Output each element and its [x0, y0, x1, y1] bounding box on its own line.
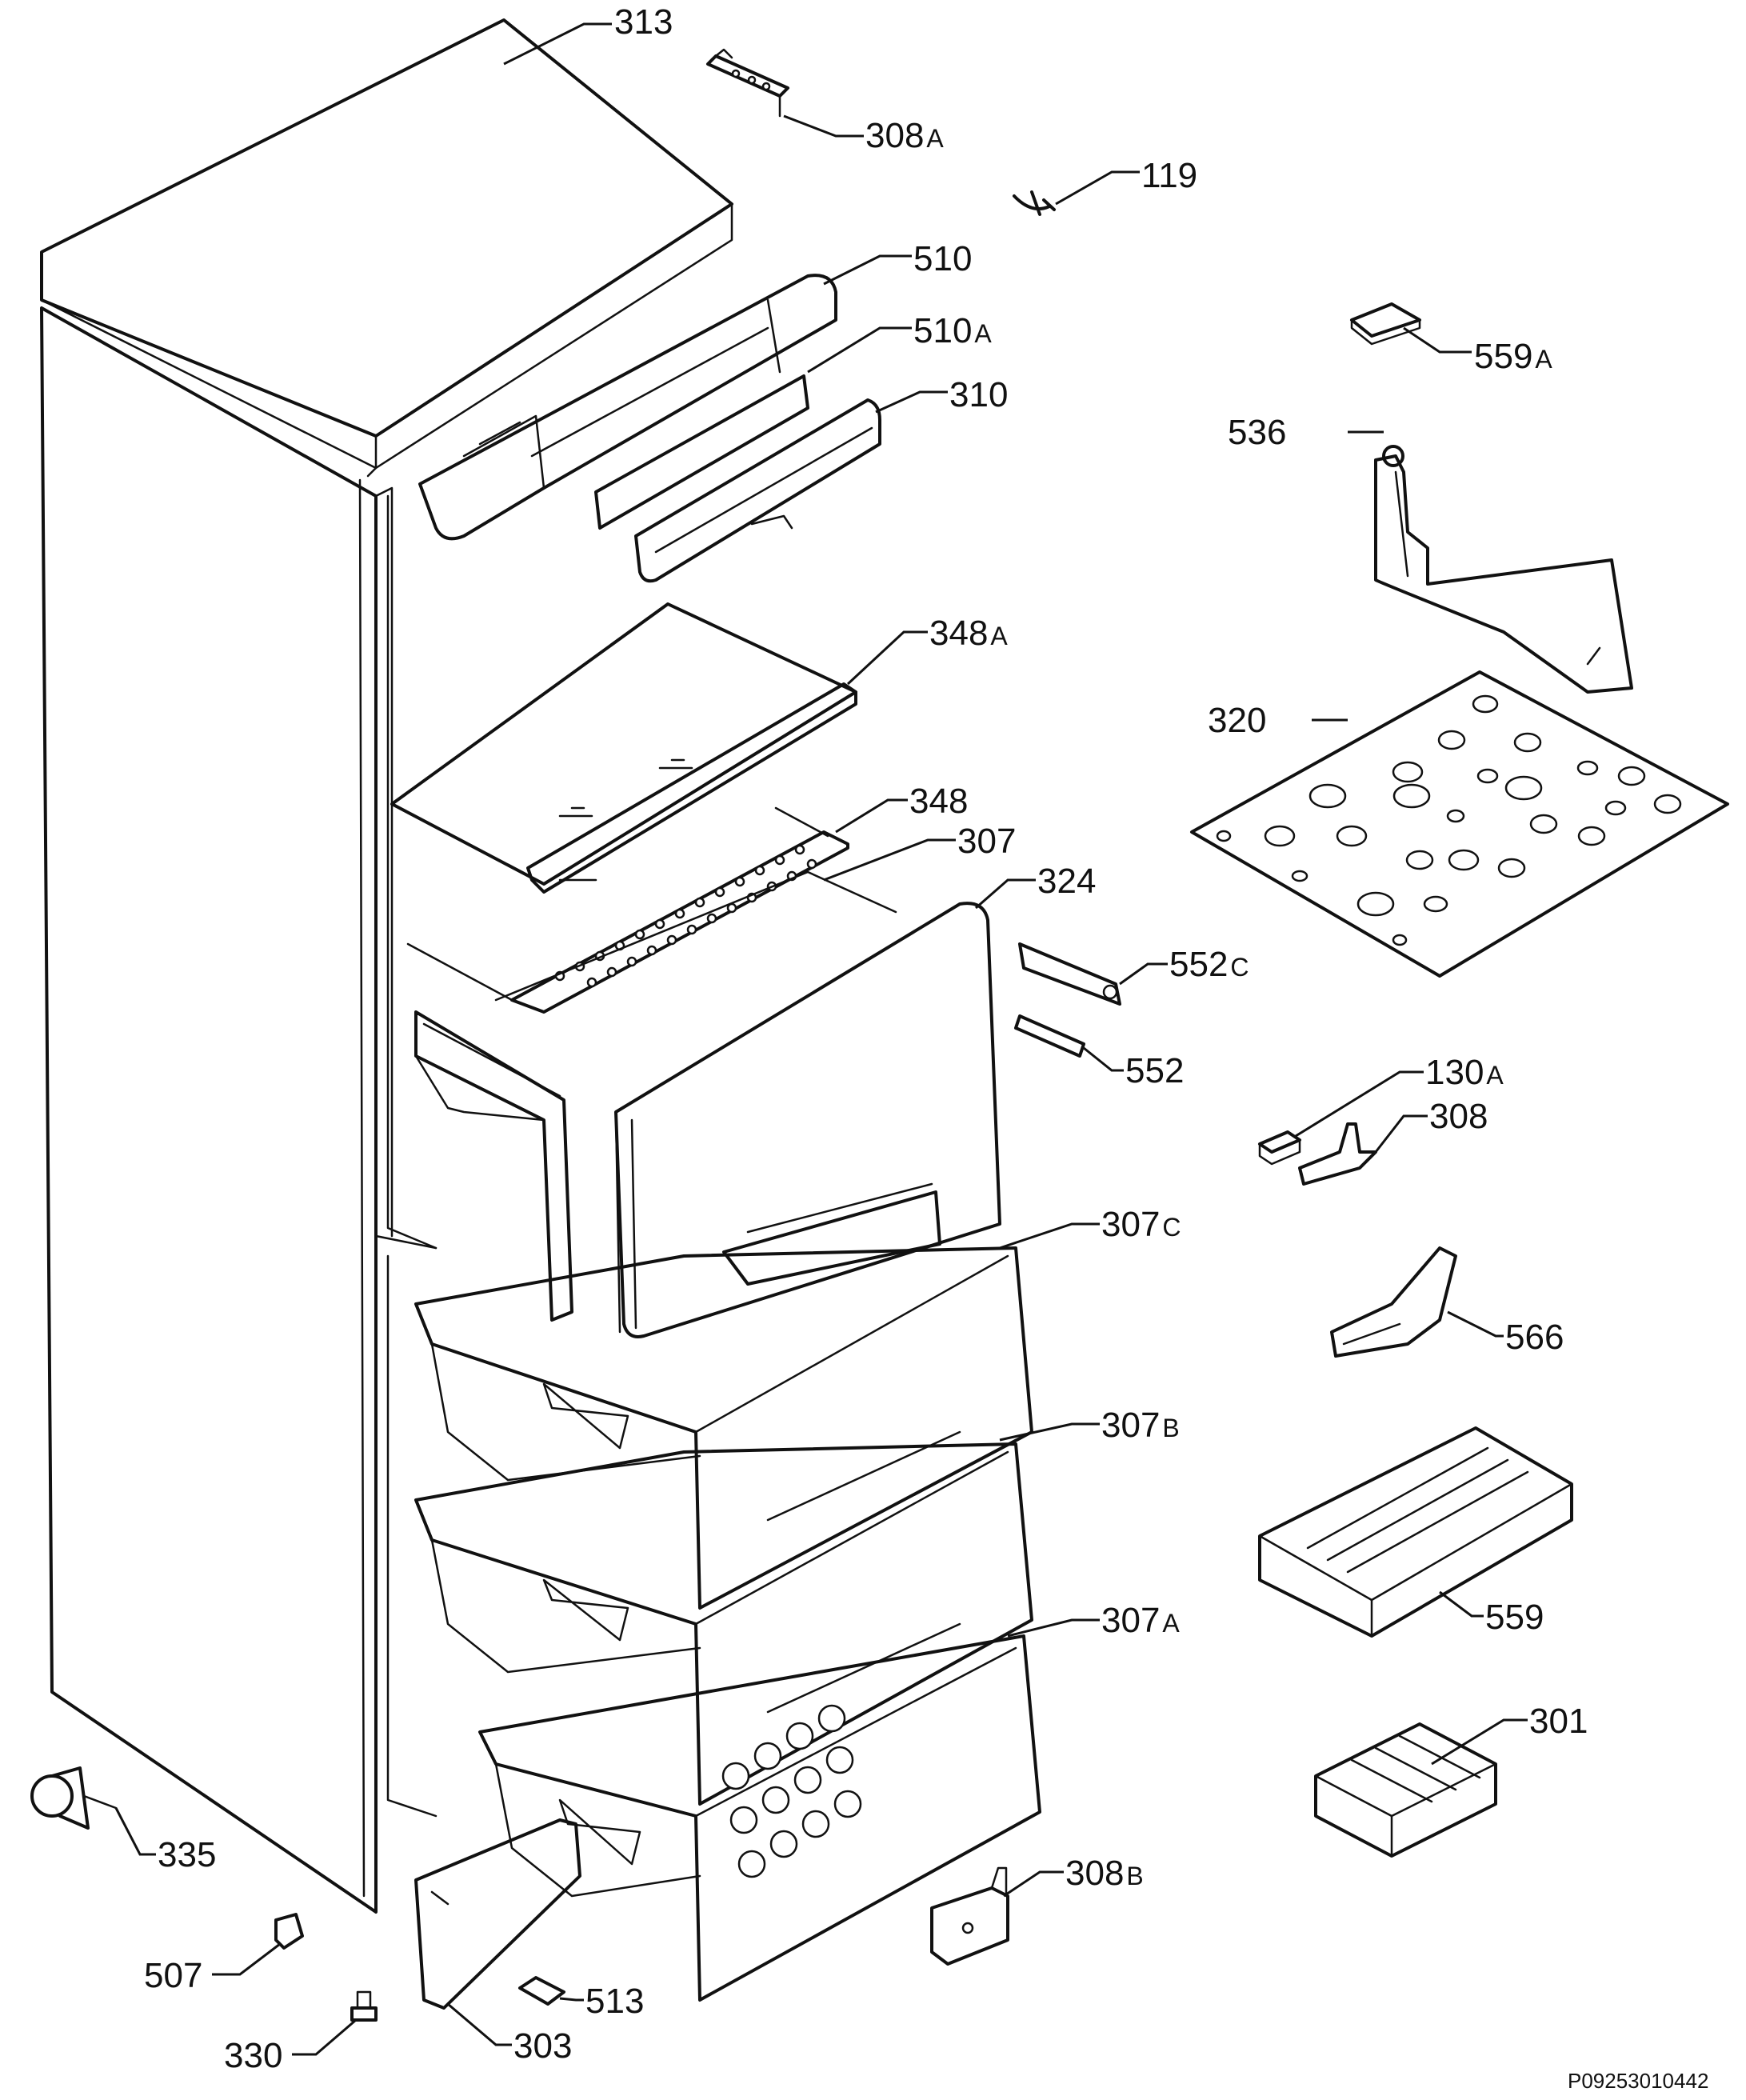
callout-label: 559A: [1474, 337, 1552, 376]
callout-label: 301: [1529, 1702, 1588, 1741]
callout-label: 313: [614, 2, 673, 42]
callout-label: 536: [1228, 413, 1286, 452]
callout-label: 307B: [1101, 1406, 1180, 1445]
hinge-plate-part: [1258, 1130, 1301, 1166]
callout-label: 119: [1141, 156, 1197, 195]
top-drawer-part: [414, 1246, 1033, 1610]
callout-label: 513: [585, 1982, 644, 2021]
ice-cube-tray-part: [1314, 1722, 1497, 1858]
top-cover-part: [40, 18, 733, 478]
roller-part: [30, 1766, 118, 1830]
callout-label: 307C: [1101, 1205, 1181, 1244]
callout-label: 310: [949, 375, 1008, 414]
divider-part: [1374, 445, 1633, 694]
small-knob-part: [1350, 302, 1421, 346]
callout-label: 307A: [1101, 1601, 1180, 1640]
compartment-door-part: [614, 902, 1001, 1338]
panel-strip-part: [594, 374, 809, 530]
plate-holes: [1216, 694, 1682, 946]
spring-clip-part: [1013, 190, 1056, 216]
top-hinge-part: [706, 48, 789, 118]
callout-label: 552C: [1169, 945, 1249, 984]
bottom-drawer-part: [478, 1634, 1041, 2002]
perforated-plate-part: [1190, 670, 1729, 978]
freezer-compartment-part: [414, 870, 897, 1322]
callout-label: 348A: [929, 614, 1008, 653]
callout-label: 566: [1505, 1318, 1564, 1357]
callout-label: 324: [1037, 862, 1096, 901]
bottom-hinge-part: [930, 1866, 1009, 1966]
callout-label: 507: [144, 1956, 202, 1995]
ice-pattern: [721, 1704, 862, 1878]
rail-part: [1014, 942, 1121, 1058]
callout-label: 320: [1208, 701, 1266, 740]
ice-scraper-part: [1330, 1246, 1457, 1358]
adjustable-foot-part: [350, 1990, 378, 2022]
document-code: P09253010442: [1568, 2069, 1708, 2093]
callout-label: 510A: [913, 311, 992, 350]
callout-label: 130A: [1425, 1053, 1504, 1092]
callout-label: 510: [913, 239, 972, 278]
bracket-part: [274, 1913, 304, 1950]
cabinet-body: [40, 306, 437, 1914]
callout-label: 308B: [1065, 1854, 1144, 1893]
middle-hinge-part: [1298, 1122, 1377, 1186]
control-panel-part: [418, 274, 837, 541]
plinth-clip-part: [518, 1976, 565, 2006]
callout-label: 348: [909, 782, 968, 821]
middle-drawer-part: [414, 1442, 1033, 1806]
perforated-cover-part: [406, 806, 849, 1014]
perforation-holes: [554, 844, 817, 988]
callout-label: 307: [957, 822, 1016, 861]
callout-label: 303: [513, 2026, 572, 2066]
front-trim-part: [634, 398, 881, 583]
callout-leaders: [114, 22, 1528, 2056]
ice-tray-part: [1258, 1426, 1573, 1638]
callout-label: 308A: [865, 116, 944, 155]
plinth-part: [414, 1818, 581, 2010]
callout-label: 335: [158, 1835, 216, 1874]
callout-label: 552: [1125, 1051, 1184, 1090]
callout-label: 330: [224, 2036, 282, 2075]
glass-shelf-part: [390, 602, 857, 894]
callout-label: 308: [1429, 1097, 1488, 1136]
callout-labels: 313 308A 119 510 510A 310 559A 536 348A …: [144, 2, 1588, 2075]
callout-label: 559: [1485, 1598, 1544, 1637]
